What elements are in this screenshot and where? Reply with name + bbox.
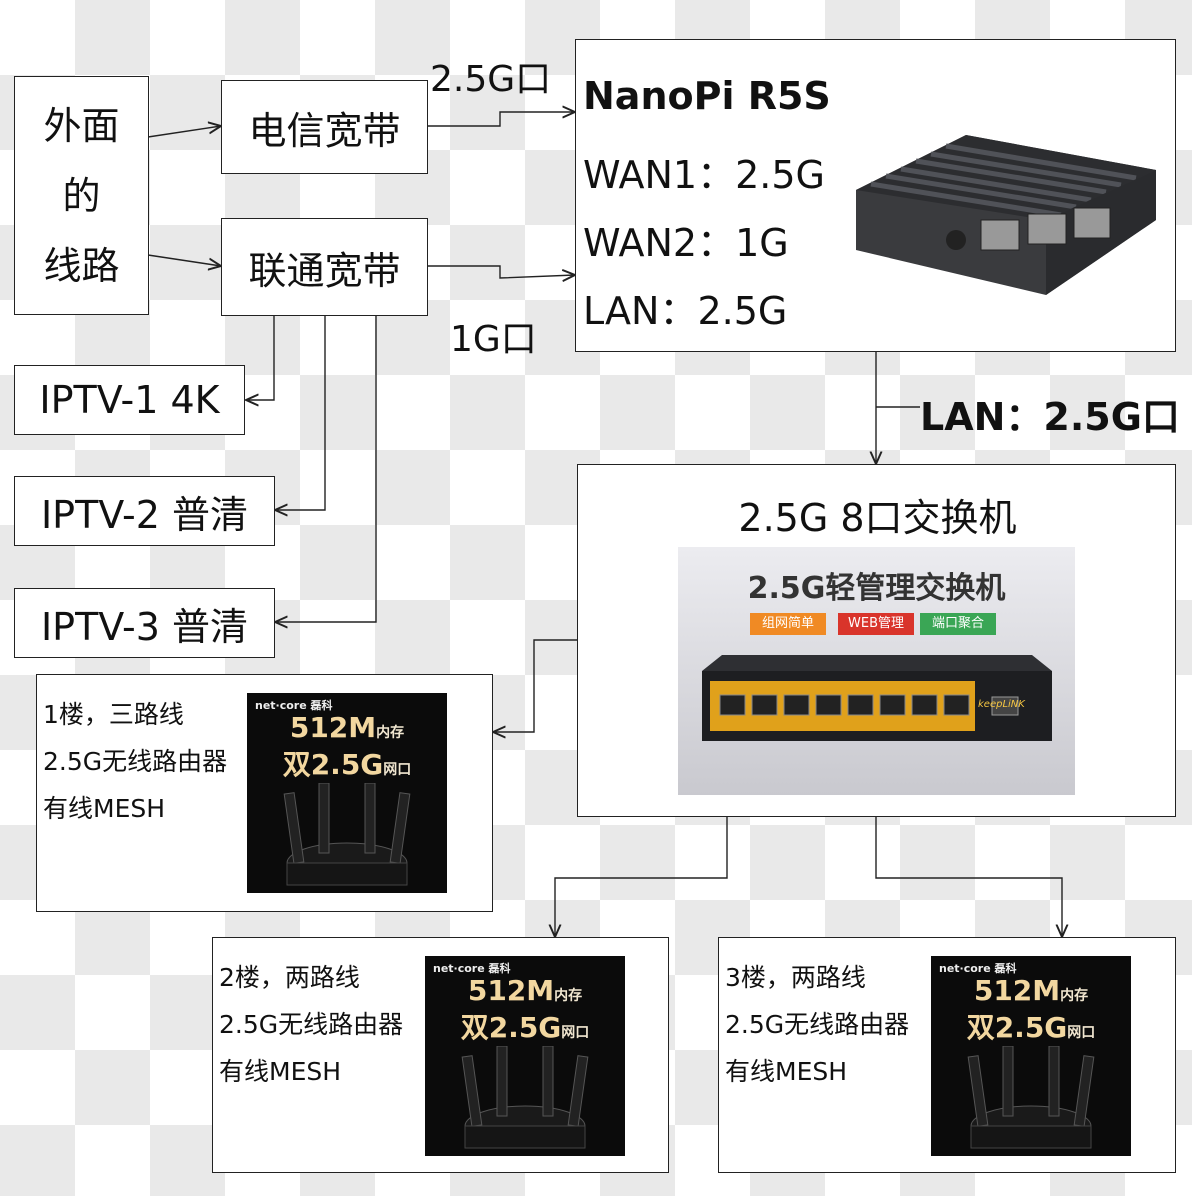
ad-ports: 双2.5G网口 <box>966 1011 1096 1044</box>
floor2-router-ad-image: net·core 磊科 512M内存 双2.5G网口 <box>425 956 625 1156</box>
source-box: 外面 的 线路 <box>14 76 149 315</box>
switch-banner: 2.5G轻管理交换机 <box>747 571 1006 606</box>
floor3-line-3: 有线MESH <box>725 1057 848 1086</box>
lan-link-label: LAN：2.5G口 <box>920 395 1180 439</box>
wifi-router-icon <box>283 783 411 886</box>
ad-memory: 512M内存 <box>289 711 405 744</box>
floor1-line-2: 2.5G无线路由器 <box>43 747 228 776</box>
line-unicom-to-iptv3 <box>275 316 377 622</box>
ad-memory: 512M内存 <box>467 974 583 1007</box>
ad-brand: net·core 磊科 <box>939 962 1017 975</box>
floor1-line-1: 1楼，三路线 <box>43 700 184 729</box>
floor1-router-ad-image: net·core 磊科 512M内存 双2.5G网口 <box>247 693 447 893</box>
ad-brand: net·core 磊科 <box>433 962 511 975</box>
line-switch-to-floor2 <box>555 817 728 937</box>
floor2-line-1: 2楼，两路线 <box>219 963 360 992</box>
router-wan2: WAN2：1G <box>583 221 789 265</box>
ad-ports: 双2.5G网口 <box>282 748 412 781</box>
unicom-port-label: 1G口 <box>450 319 537 360</box>
floor3-line-2: 2.5G无线路由器 <box>725 1010 910 1039</box>
switch-tag-1: 组网简单 <box>750 613 826 635</box>
floor3-router-ad-image: net·core 磊科 512M内存 双2.5G网口 <box>931 956 1131 1156</box>
switch-title: 2.5G 8口交换机 <box>738 496 1017 540</box>
iptv-3-box: IPTV-3 普清 <box>14 588 275 658</box>
floor3-box: 3楼，两路线 2.5G无线路由器 有线MESH net·core 磊科 512M… <box>718 937 1176 1173</box>
line-unicom-to-iptv1 <box>246 316 275 400</box>
telecom-port-label: 2.5G口 <box>430 59 552 100</box>
floor1-box: 1楼，三路线 2.5G无线路由器 有线MESH net·core 磊科 512M… <box>36 674 493 912</box>
router-title: NanoPi R5S <box>583 74 831 118</box>
line-switch-to-floor3 <box>875 817 1062 937</box>
floor1-line-3: 有线MESH <box>43 794 166 823</box>
router-lan: LAN：2.5G <box>583 289 788 333</box>
router-wan1: WAN1：2.5G <box>583 153 825 197</box>
ad-ports: 双2.5G网口 <box>460 1011 590 1044</box>
line-unicom-to-iptv2 <box>275 316 326 510</box>
floor2-line-2: 2.5G无线路由器 <box>219 1010 404 1039</box>
source-line-2: 的 <box>62 173 101 218</box>
router-box: NanoPi R5S WAN1：2.5G WAN2：1G LAN：2.5G <box>575 39 1176 352</box>
switch-tag-2: WEB管理 <box>838 613 914 635</box>
iptv-2-box: IPTV-2 普清 <box>14 476 275 546</box>
ad-memory: 512M内存 <box>973 974 1089 1007</box>
switch-device-icon <box>702 655 1052 741</box>
switch-brand-label: keepLiNK <box>978 699 1025 710</box>
wifi-router-icon <box>967 1046 1095 1149</box>
iptv-1-box: IPTV-1 4K <box>14 365 245 435</box>
unicom-box: 联通宽带 <box>221 218 428 316</box>
switch-product-image: 2.5G轻管理交换机 组网简单 WEB管理 端口聚合 keepLiNK <box>678 547 1075 795</box>
switch-tag-3: 端口聚合 <box>920 613 996 635</box>
line-switch-to-floor1 <box>493 639 577 732</box>
floor3-line-1: 3楼，两路线 <box>725 963 866 992</box>
line-unicom-to-router <box>428 265 575 278</box>
wifi-router-icon <box>461 1046 589 1149</box>
floor2-line-3: 有线MESH <box>219 1057 342 1086</box>
telecom-box: 电信宽带 <box>221 80 428 174</box>
line-source-to-telecom <box>147 126 221 138</box>
line-telecom-to-router <box>428 112 575 127</box>
switch-box: 2.5G 8口交换机 2.5G轻管理交换机 组网简单 WEB管理 端口聚合 ke… <box>577 464 1176 817</box>
line-source-to-unicom <box>147 254 221 266</box>
source-line-1: 外面 <box>43 103 120 148</box>
ad-brand: net·core 磊科 <box>255 699 333 712</box>
nanopi-device-icon <box>856 135 1156 295</box>
floor2-box: 2楼，两路线 2.5G无线路由器 有线MESH net·core 磊科 512M… <box>212 937 669 1173</box>
source-line-3: 线路 <box>43 243 120 288</box>
